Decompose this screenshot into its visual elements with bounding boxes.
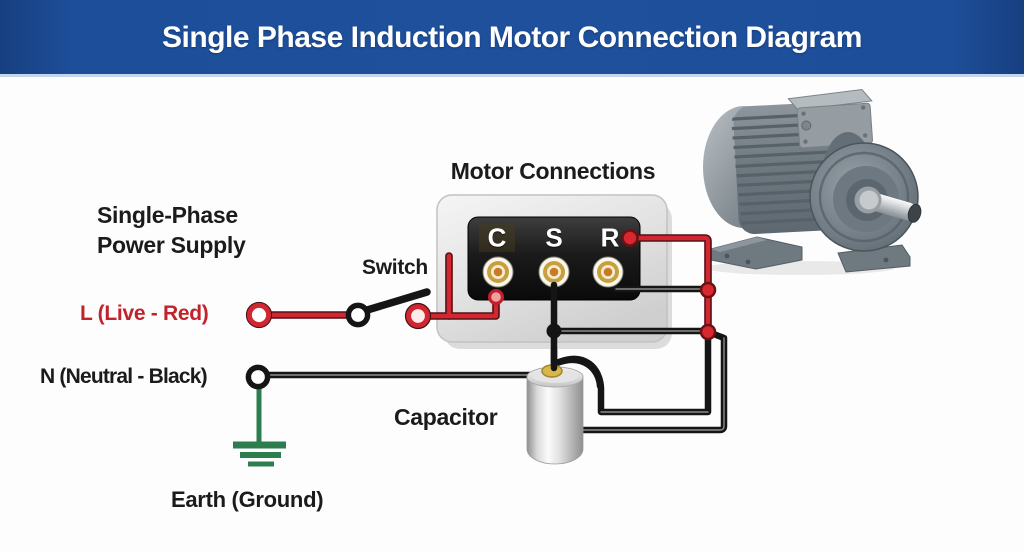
earth-label: Earth (Ground) — [171, 487, 324, 512]
terminal-c-letter: C — [487, 222, 507, 253]
power-supply-label: Single-Phase Power Supply — [97, 200, 246, 260]
connectors — [245, 229, 717, 390]
junction-dot-upper — [699, 281, 717, 299]
r-terminal-red-dot — [621, 229, 639, 247]
switch-output-ring — [406, 304, 430, 328]
live-label: L (Live - Red) — [80, 302, 209, 325]
switch-pivot — [345, 302, 371, 328]
power-supply-line2: Power Supply — [97, 232, 246, 258]
page-title: Single Phase Induction Motor Connection … — [162, 21, 862, 54]
switch-symbol — [345, 288, 432, 330]
live-terminal-ring — [245, 301, 273, 329]
terminal-c — [482, 256, 514, 288]
capacitor-label: Capacitor — [394, 404, 498, 430]
switch-label: Switch — [362, 256, 428, 279]
motor-feet — [710, 236, 911, 273]
power-supply-line1: Single-Phase — [97, 202, 238, 228]
switch-lever — [360, 288, 431, 315]
motor-illustration — [703, 89, 922, 275]
start-junction-dot — [546, 323, 562, 339]
junction-dot-lower — [699, 323, 717, 341]
terminal-s-letter: S — [545, 222, 563, 253]
capacitor-symbol — [526, 346, 604, 465]
earth-ground-symbol — [233, 384, 286, 467]
neutral-label: N (Neutral - Black) — [40, 365, 208, 388]
header-bar: Single Phase Induction Motor Connection … — [0, 0, 1024, 77]
terminal-box-sheen — [479, 224, 515, 252]
c-terminal-red-ring — [488, 289, 505, 306]
motor-end-bell — [809, 132, 922, 252]
terminal-r — [592, 256, 624, 288]
red-wires — [264, 234, 712, 333]
terminal-r-letter: R — [600, 222, 620, 253]
neutral-terminal-ring — [245, 364, 271, 390]
run-red-wire — [633, 235, 711, 332]
motor-connections-label: Motor Connections — [450, 158, 656, 184]
